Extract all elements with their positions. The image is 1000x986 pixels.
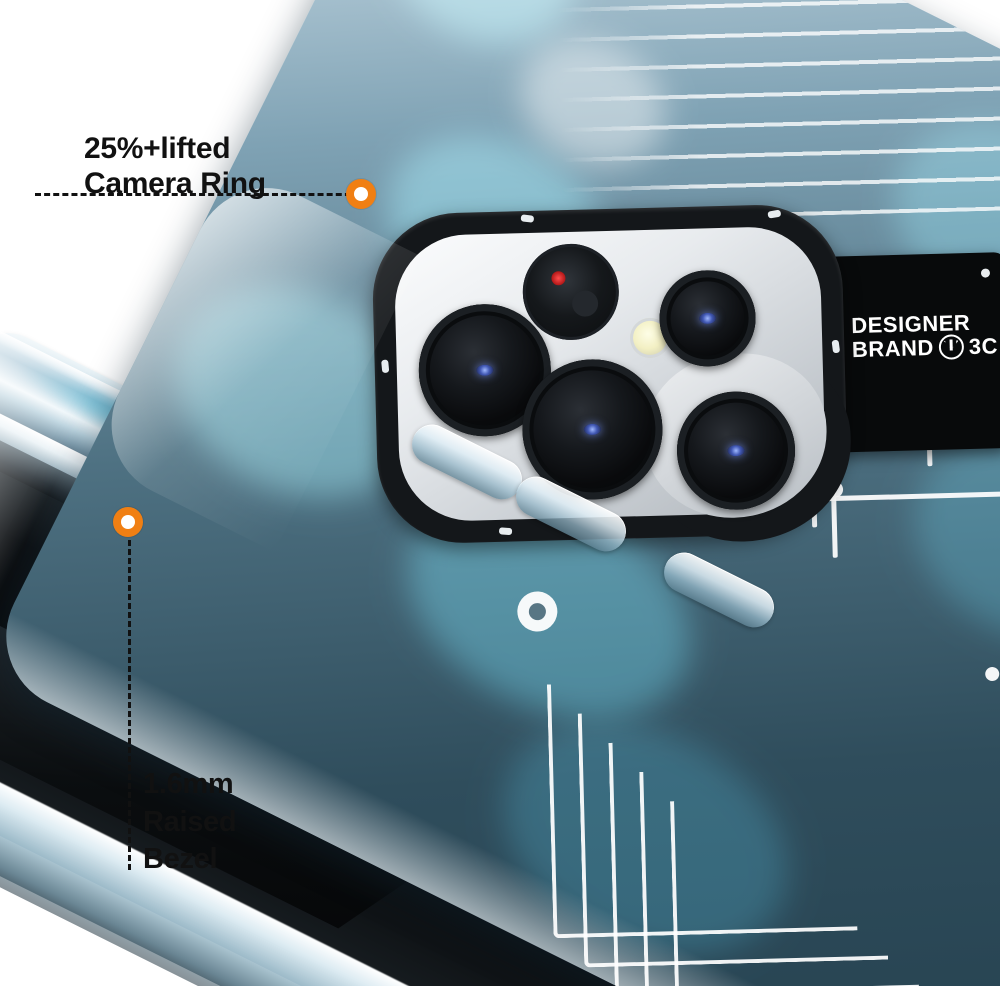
callout-camera-ring-label: 25%+lifted Camera Ring bbox=[84, 132, 266, 201]
chip-label-suffix: 3C bbox=[968, 333, 999, 360]
laser-dot-icon bbox=[551, 270, 566, 286]
chip-dot bbox=[980, 268, 991, 278]
callout-raised-bezel-label: 1.6mm Raised Bezel bbox=[143, 768, 237, 876]
callout-raised-bezel-leader-line bbox=[128, 540, 131, 870]
circuit-stripe-traces bbox=[552, 0, 1000, 223]
camera-module bbox=[370, 202, 850, 546]
chip-label-line2-row: BRAND 3C bbox=[852, 333, 1000, 362]
callout-raised-bezel-marker[interactable] bbox=[113, 507, 143, 537]
ring-highlight-nick bbox=[381, 359, 390, 374]
callout-camera-ring-leader-line bbox=[35, 193, 360, 196]
callout-camera-ring-marker[interactable] bbox=[346, 179, 376, 209]
sensor-subdot bbox=[571, 290, 599, 317]
ring-highlight-nick bbox=[831, 339, 841, 354]
ring-highlight-nick bbox=[498, 527, 513, 536]
circuit-chevron bbox=[670, 793, 981, 986]
umbrella-in-circle-icon bbox=[938, 334, 965, 360]
chip-label: DESIGNER BRAND 3C bbox=[851, 310, 1000, 362]
ring-highlight-nick bbox=[520, 214, 535, 223]
chip-label-line2: BRAND bbox=[851, 335, 935, 363]
